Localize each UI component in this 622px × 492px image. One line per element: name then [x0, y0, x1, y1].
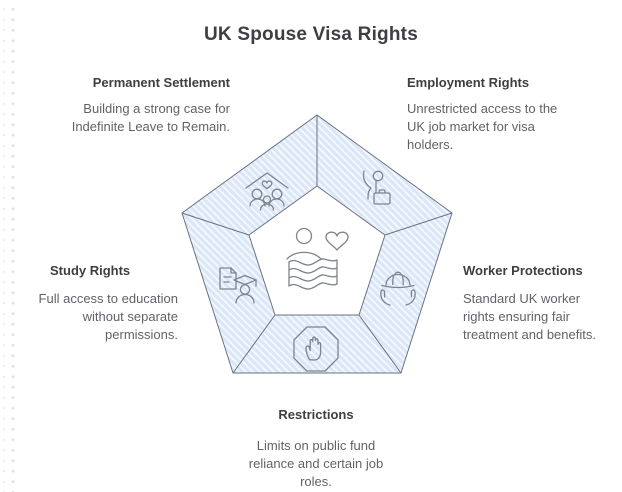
section-permanent-settlement: Permanent Settlement Building a strong c…: [55, 74, 230, 136]
section-body: Limits on public fund reliance and certa…: [248, 438, 384, 489]
section-heading: Permanent Settlement: [92, 75, 230, 90]
inner-pentagon: [248, 185, 386, 316]
person-heart-flag-icon: [286, 227, 349, 290]
section-heading: Restrictions: [278, 407, 354, 422]
section-body: Full access to education without separat…: [38, 291, 178, 342]
page-title: UK Spouse Visa Rights: [204, 24, 418, 45]
section-restrictions: Restrictions Limits on public fund relia…: [221, 406, 411, 491]
hands-hardhat-icon: [380, 271, 416, 306]
section-worker-protections: Worker Protections Standard UK worker ri…: [463, 262, 611, 344]
section-heading: Employment Rights: [407, 75, 530, 90]
person-briefcase-icon: [362, 170, 391, 205]
section-study-rights: Study Rights Full access to education wi…: [28, 262, 178, 344]
section-heading: Worker Protections: [463, 263, 583, 278]
document-graduate-icon: [219, 267, 257, 304]
section-heading: Study Rights: [50, 263, 131, 278]
section-body: Building a strong case for Indefinite Le…: [71, 101, 230, 134]
section-body: Unrestricted access to the UK job market…: [407, 101, 558, 152]
section-body: Standard UK worker rights ensuring fair …: [463, 291, 596, 342]
stop-hand-icon: [293, 326, 339, 372]
family-home-heart-icon: [245, 172, 289, 211]
section-employment-rights: Employment Rights Unrestricted access to…: [407, 74, 559, 154]
segment-dividers: [181, 115, 453, 374]
